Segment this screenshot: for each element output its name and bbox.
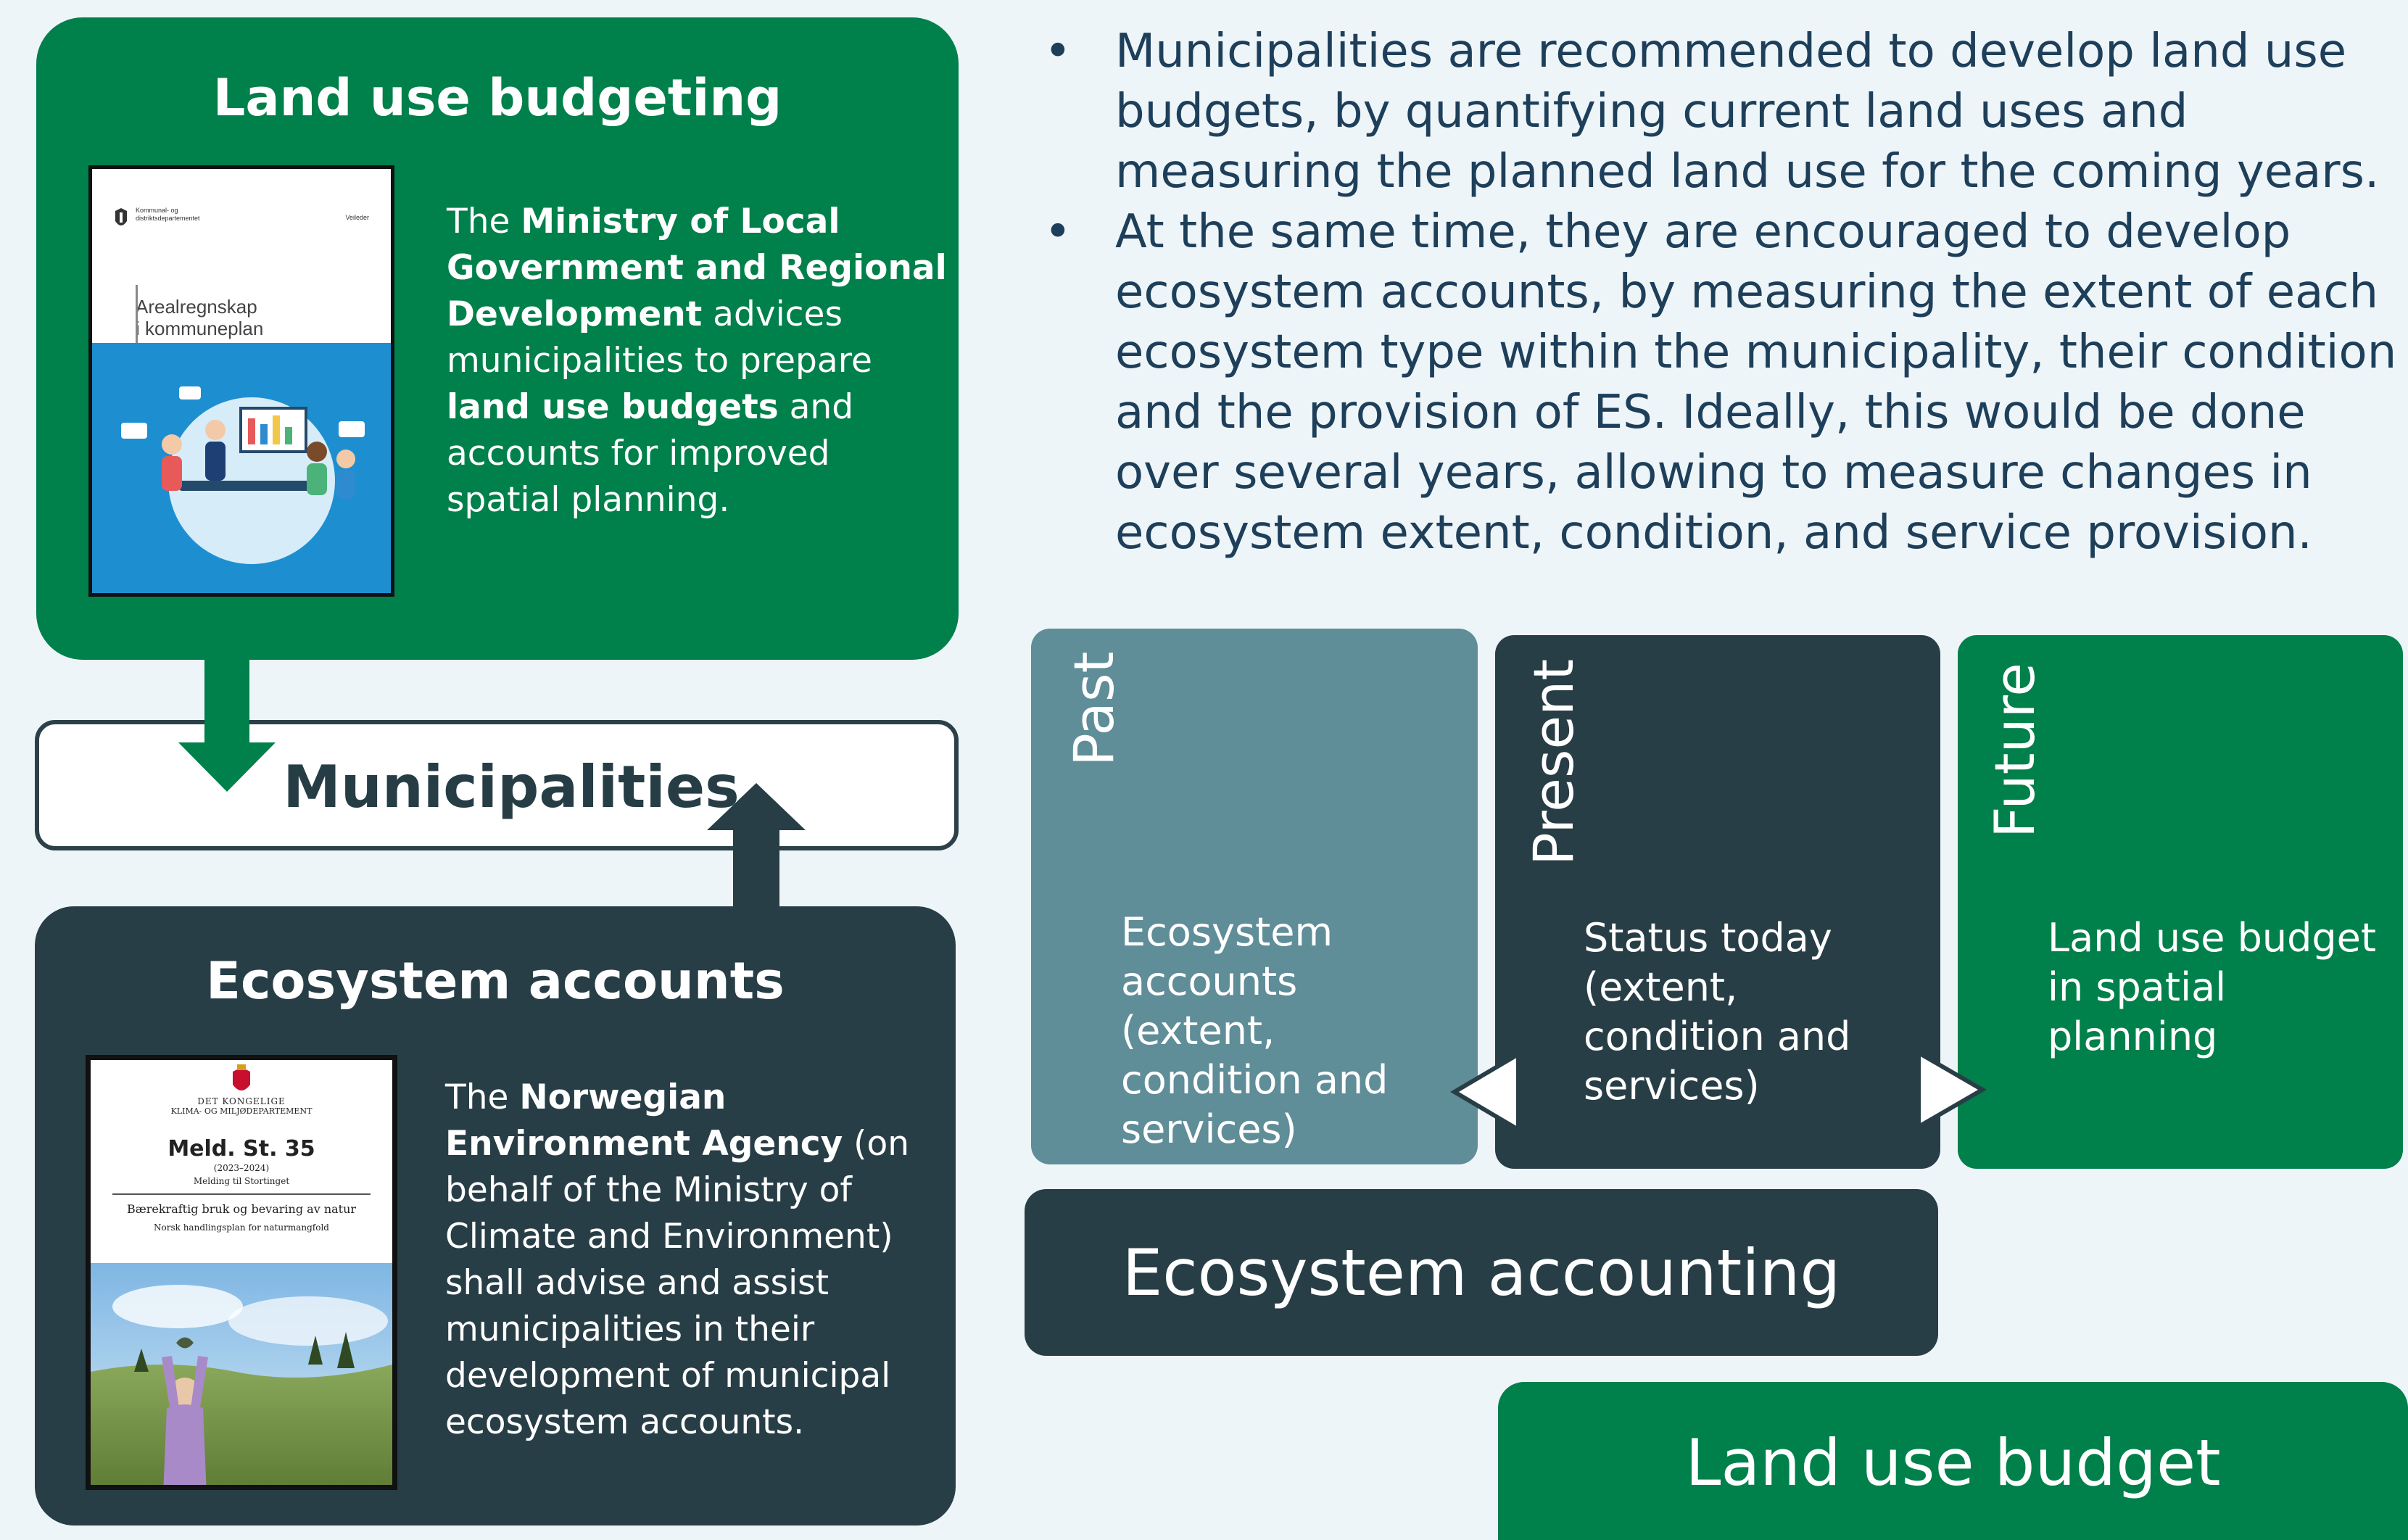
present-column: Present Status today (extent, condition … — [1495, 635, 1940, 1169]
bullet-dot: • — [1044, 205, 1072, 259]
municipalities-label: Municipalities — [283, 753, 740, 821]
book-plan: Norsk handlingsplan for naturmangfold — [154, 1222, 329, 1233]
book-type: Veileder — [345, 214, 369, 221]
ecosystem-accounts-title: Ecosystem accounts — [206, 951, 785, 1011]
future-text: Land use budget in spatial planning — [2048, 915, 2377, 1059]
land-use-budget-label: Land use budget — [1685, 1425, 2221, 1500]
ecosystem-accounting-label: Ecosystem accounting — [1122, 1235, 1841, 1310]
book-title: Arealregnskap i kommuneplan — [136, 296, 264, 339]
right-triangle-icon — [1916, 1048, 1987, 1131]
past-text: Ecosystem accounts (extent, condition an… — [1121, 909, 1389, 1152]
book-dept-line1: DET KONGELIGE — [197, 1096, 286, 1106]
book-year: (2023–2024) — [213, 1163, 270, 1173]
bullet-dot: • — [1044, 25, 1072, 78]
royal-coat-of-arms-icon — [233, 1064, 250, 1090]
bullet-item: • Municipalities are recommended to deve… — [1044, 22, 2400, 202]
land-use-budgeting-text: The Ministry of Local Government and Reg… — [447, 202, 947, 520]
land-use-budgeting-title: Land use budgeting — [212, 68, 782, 128]
present-text: Status today (extent, condition and serv… — [1584, 915, 1851, 1109]
municipalities-box: Municipalities — [35, 720, 959, 850]
book-dept-line2: KLIMA- OG MILJØDEPARTEMENT — [170, 1106, 313, 1116]
book-cover-illustration — [92, 343, 391, 593]
book-title: Meld. St. 35 — [167, 1136, 315, 1162]
meld-st-35-book-cover: DET KONGELIGE KLIMA- OG MILJØDEPARTEMENT… — [86, 1055, 397, 1490]
future-column: Future Land use budget in spatial planni… — [1958, 635, 2403, 1169]
book-subtitle: Melding til Stortinget — [193, 1176, 290, 1186]
landscape-photo-icon — [91, 1263, 392, 1485]
ecosystem-accounts-text: The Norwegian Environment Agency (on beh… — [445, 1077, 910, 1442]
down-arrow-icon — [178, 656, 276, 792]
bullet-list: • Municipalities are recommended to deve… — [1044, 22, 2400, 563]
up-arrow-icon — [707, 783, 806, 911]
arealregnskap-book-cover: Kommunal- og distriktsdepartementet Veil… — [88, 165, 394, 597]
land-use-budget-bar: Land use budget — [1498, 1382, 2408, 1540]
book-title-rule — [136, 285, 138, 343]
past-column: Past Ecosystem accounts (extent, conditi… — [1031, 629, 1478, 1164]
ecosystem-accounting-bar: Ecosystem accounting — [1025, 1189, 1938, 1356]
meeting-illustration-icon — [121, 386, 365, 564]
left-triangle-icon — [1450, 1050, 1520, 1134]
book-ministry: Kommunal- og distriktsdepartementet — [136, 207, 200, 222]
book-divider — [112, 1193, 371, 1195]
norway-lion-emblem-icon — [115, 208, 127, 225]
book-heading: Bærekraftig bruk og bevaring av natur — [126, 1202, 357, 1216]
bullet-item: • At the same time, they are encouraged … — [1044, 202, 2400, 563]
